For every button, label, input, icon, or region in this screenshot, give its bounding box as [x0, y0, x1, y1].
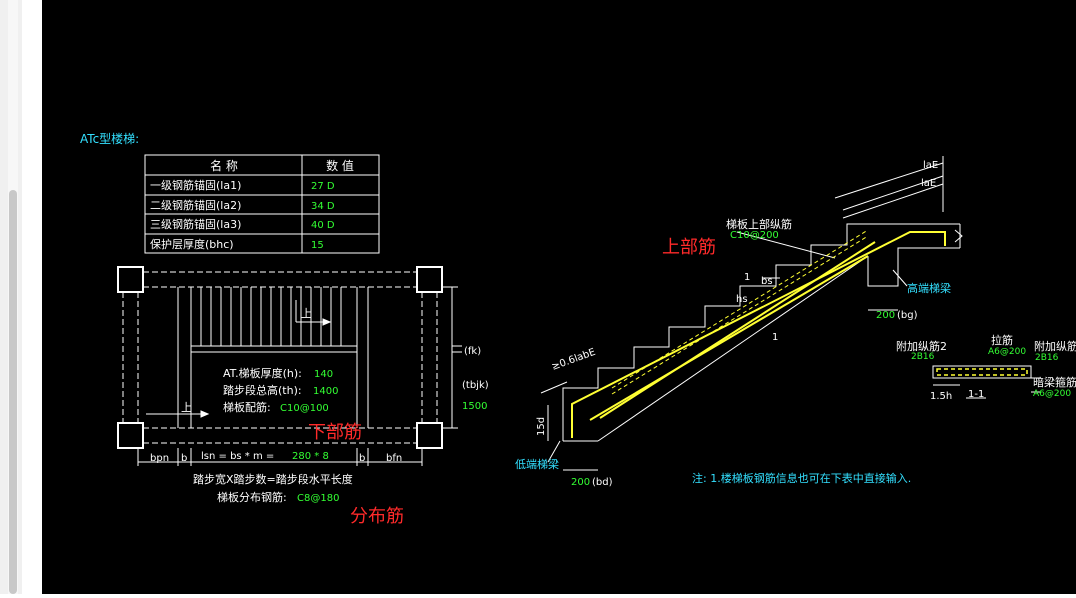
add-long-rebar2-value: 2B16	[911, 352, 935, 362]
table-row-name: 二级钢筋锚固(la2)	[150, 198, 241, 212]
plan-up-label: 上	[301, 307, 312, 320]
plan-height-value: 1400	[313, 386, 338, 397]
distribution-value: C8@180	[297, 493, 339, 504]
plan-rebar-label: 梯板配筋:	[223, 400, 271, 414]
dim-bfn: bfn	[386, 453, 402, 464]
stair-diagram: ATc型楼梯: 名 称 数 值 一级钢筋锚固(la1) 27 D 二级钢筋锚固(…	[80, 131, 1076, 527]
anchor-length: ≥0.6labE	[550, 347, 597, 373]
tie-value: A6@200	[988, 347, 1026, 357]
formula-note: 踏步宽X踏步数=踏步段水平长度	[193, 472, 353, 486]
detail-rebar	[936, 368, 1028, 376]
dim-tbjk-value: 1500	[462, 401, 487, 412]
section-rebar	[571, 229, 946, 438]
diagram-heading: ATc型楼梯:	[80, 131, 139, 146]
top-long-rebar-value: C10@200	[730, 230, 779, 241]
dim-lae: laE	[923, 160, 938, 171]
dim-bs: bs	[761, 276, 773, 287]
section-detail	[932, 365, 1040, 399]
table-row-name: 三级钢筋锚固(la3)	[150, 217, 241, 231]
dim-lsn-formula: lsn = bs * m =	[201, 451, 274, 462]
cad-canvas[interactable]: ATc型楼梯: 名 称 数 值 一级钢筋锚固(la1) 27 D 二级钢筋锚固(…	[42, 0, 1076, 594]
high-beam-dim-unit: (bg)	[897, 310, 918, 321]
table-row-value: 40 D	[311, 220, 335, 231]
low-beam-dim-value: 200	[571, 477, 590, 488]
table-row-value: 15	[311, 240, 324, 251]
scrollbar-thumb[interactable]	[9, 190, 17, 594]
hidden-stirrup-label: 暗梁箍筋	[1033, 375, 1076, 389]
dim-1-5h: 1.5h	[930, 391, 952, 402]
distribution-rebar-callout: 分布筋	[350, 506, 404, 527]
low-beam-dim-unit: (bd)	[592, 477, 613, 488]
dim-b-right: b	[359, 453, 365, 464]
dim-b-left: b	[181, 453, 187, 464]
low-beam-label: 低端梯梁	[515, 457, 559, 471]
dim-bpn: bpn	[150, 453, 169, 464]
distribution-label: 梯板分布钢筋:	[217, 490, 287, 504]
top-long-rebar-label: 梯板上部纵筋	[726, 217, 792, 231]
top-rebar-callout: 上部筋	[662, 237, 716, 258]
add-long-rebar1-value: 2B16	[1035, 353, 1059, 363]
add-long-rebar2-label: 附加纵筋2	[896, 339, 947, 353]
dim-tbjk: (tbjk)	[462, 380, 489, 391]
dim-lae: laE	[921, 178, 936, 189]
bottom-rebar-callout: 下部筋	[308, 422, 362, 443]
plan-thickness-label: AT.梯板厚度(h):	[223, 366, 302, 380]
plan-up-label: 上	[181, 401, 192, 414]
tie-label: 拉筋	[991, 333, 1013, 347]
dim-15d: 15d	[536, 417, 547, 436]
plan-height-label: 踏步段总高(th):	[223, 383, 302, 397]
stair-plan	[117, 266, 462, 466]
diagram-note: 注: 1.楼梯板钢筋信息也可在下表中直接输入.	[692, 471, 911, 485]
table-row-value: 34 D	[311, 201, 335, 212]
parameter-table	[144, 154, 380, 254]
table-row-name: 一级钢筋锚固(la1)	[150, 178, 241, 192]
dim-lsn-value: 280 * 8	[292, 451, 329, 462]
table-header-value: 数 值	[326, 158, 354, 173]
dim-hs: hs	[736, 294, 748, 305]
plan-rebar-value: C10@100	[280, 403, 329, 414]
table-row-value: 27 D	[311, 181, 335, 192]
panel-divider	[22, 0, 43, 594]
high-beam-label: 高端梯梁	[907, 281, 951, 295]
plan-thickness-value: 140	[314, 369, 333, 380]
add-long-rebar1-label: 附加纵筋	[1034, 339, 1076, 353]
hidden-stirrup-value: A6@200	[1033, 389, 1071, 399]
section-mark: 1-1	[968, 389, 984, 400]
table-header-name: 名 称	[210, 158, 238, 173]
dim-fk: (fk)	[464, 346, 481, 357]
table-row-name: 保护层厚度(bhc)	[150, 237, 234, 251]
slope-mark: 1	[744, 272, 750, 283]
slope-mark: 1	[772, 332, 778, 343]
high-beam-dim-value: 200	[876, 310, 895, 321]
stair-section	[540, 156, 963, 471]
